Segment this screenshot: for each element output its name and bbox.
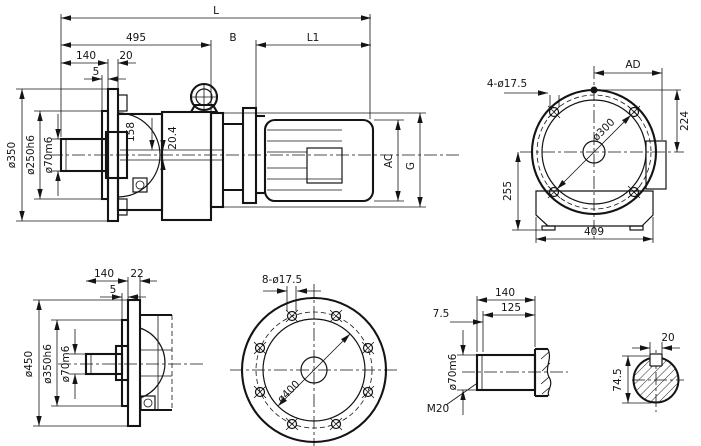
oil-plug bbox=[132, 177, 148, 193]
dim-AC: AC bbox=[383, 120, 401, 201]
sec-dim-20: 20 bbox=[632, 332, 680, 355]
dim-5-spigot: 5 bbox=[84, 66, 126, 82]
fs-dim-5: 5 bbox=[100, 284, 146, 300]
dim-255-label: 255 bbox=[502, 181, 514, 201]
fs-oil-plug bbox=[140, 395, 156, 411]
dim-158: 158 bbox=[125, 118, 155, 150]
fs-oil-plug-hole bbox=[143, 398, 153, 408]
dim-dia350-label: ø350 bbox=[6, 142, 18, 168]
dim-dia250h6: ø250h6 bbox=[25, 111, 43, 199]
fs-dim-dia70-label: ø70m6 bbox=[60, 345, 72, 382]
sd-dim-7-5: 7.5 bbox=[433, 308, 483, 325]
flange-bolt-holes bbox=[547, 105, 641, 199]
sd-dim-m20-label: M20 bbox=[427, 403, 449, 415]
dim-224: 224 bbox=[599, 89, 691, 152]
ff-dim-dia400-label: ø400 bbox=[275, 378, 302, 405]
sd-dim-125: 125 bbox=[483, 302, 535, 318]
shaft-collar-break bbox=[533, 347, 552, 398]
fs-extension-lines bbox=[33, 277, 141, 427]
ff-dim-8x17-5: 8-ø17.5 bbox=[262, 274, 321, 311]
bell-housing-arc bbox=[117, 112, 161, 198]
dim-L: L bbox=[61, 5, 371, 21]
dim-495-label: 495 bbox=[126, 32, 146, 44]
motor-body bbox=[263, 118, 375, 203]
fs-dim-140-label: 140 bbox=[94, 268, 114, 280]
keyway-mask bbox=[649, 353, 663, 366]
flange-rib-bottom bbox=[117, 198, 128, 216]
fs-dim-dia350h6: ø350h6 bbox=[42, 320, 60, 406]
dim-dia250-label: ø250h6 bbox=[25, 135, 37, 175]
sec-dim-74-5: 74.5 bbox=[612, 355, 651, 404]
sec-dim-745-label: 74.5 bbox=[612, 368, 624, 391]
dim-204-label: 20.4 bbox=[167, 126, 179, 150]
foot-pad-right bbox=[629, 225, 644, 231]
motor-fin-lines bbox=[267, 129, 342, 191]
dim-ad-label: AD bbox=[625, 59, 640, 71]
dim-409: 409 bbox=[535, 217, 654, 243]
sd-dim-140-label: 140 bbox=[495, 287, 515, 299]
dim-158-label: 158 bbox=[125, 122, 137, 142]
dim-4x17-label: 4-ø17.5 bbox=[487, 78, 527, 90]
flange-front-view: ø400 8-ø17.5 bbox=[230, 274, 398, 446]
fs-dim-22-label: 22 bbox=[130, 268, 143, 280]
keyway-slot bbox=[649, 353, 663, 367]
fs-dim-5-label: 5 bbox=[110, 284, 117, 296]
dim-255: 255 bbox=[502, 152, 541, 231]
sd-extension-lines bbox=[457, 296, 536, 391]
ff-bolt-holes bbox=[253, 309, 375, 431]
dim-l1-label: L1 bbox=[307, 32, 320, 44]
motor-flange bbox=[241, 106, 258, 205]
fs-dim-dia450: ø450 bbox=[23, 300, 42, 426]
dim-g-label: G bbox=[405, 162, 417, 170]
sd-dim-75-label: 7.5 bbox=[433, 308, 450, 320]
fs-flange-disc bbox=[126, 298, 142, 428]
oil-plug-hole bbox=[135, 180, 145, 190]
front-view: ø300 4-ø17.5 AD 224 255 409 bbox=[487, 59, 691, 243]
dim-L1: L1 bbox=[256, 32, 371, 48]
fs-bell-arc bbox=[139, 327, 166, 399]
motor-core-block bbox=[306, 147, 343, 184]
side-view: L 495 B L1 140 20 bbox=[6, 5, 462, 223]
ff-dim-8x17-label: 8-ø17.5 bbox=[262, 274, 302, 286]
dim-495: 495 bbox=[61, 32, 211, 48]
flange-side-view: 140 22 5 ø450 ø350h6 ø70m6 bbox=[23, 268, 205, 428]
dim-20-flange: 20 bbox=[118, 50, 136, 66]
dim-5-label: 5 bbox=[93, 66, 100, 78]
sd-dim-125-label: 125 bbox=[501, 302, 521, 314]
dim-20-label: 20 bbox=[119, 50, 132, 62]
dim-140-shaft: 140 bbox=[61, 50, 108, 66]
dim-G: G bbox=[405, 113, 423, 207]
dim-dia350: ø350 bbox=[6, 89, 25, 221]
flange-rib-top bbox=[117, 94, 128, 112]
fs-dim-140: 140 bbox=[86, 268, 128, 284]
dim-extension-lines-side bbox=[16, 14, 426, 222]
dim-AD: AD bbox=[594, 59, 663, 140]
dim-dia70m6-side: ø70m6 bbox=[43, 114, 61, 196]
dim-l-label: L bbox=[213, 5, 219, 17]
shaft-section-view: 20 74.5 bbox=[612, 332, 684, 412]
fs-dim-22: 22 bbox=[130, 268, 157, 284]
dim-140-label: 140 bbox=[76, 50, 96, 62]
dim-20-4: 20.4 bbox=[160, 126, 179, 170]
dim-b-label: B bbox=[229, 32, 236, 44]
shaft-detail-view: 140 125 7.5 ø70m6 M20 bbox=[427, 287, 568, 415]
fs-dim-dia350-label: ø350h6 bbox=[42, 344, 54, 384]
dim-4x17-5: 4-ø17.5 bbox=[487, 78, 560, 107]
dim-409-label: 409 bbox=[584, 226, 604, 238]
dim-224-label: 224 bbox=[679, 111, 691, 131]
dim-ac-label: AC bbox=[383, 154, 395, 168]
sec-dim-20-label: 20 bbox=[661, 332, 674, 344]
dim-dia70-side-label: ø70m6 bbox=[43, 136, 55, 173]
sd-dim-dia70m6: ø70m6 bbox=[447, 330, 466, 415]
sd-dim-140: 140 bbox=[477, 287, 535, 303]
sd-dim-dia70-label: ø70m6 bbox=[447, 353, 459, 390]
lifting-eyebolt-icon bbox=[189, 82, 219, 114]
foot-pad-left bbox=[541, 225, 556, 231]
fs-dim-dia70m6: ø70m6 bbox=[60, 329, 78, 399]
shaft-body bbox=[475, 353, 537, 392]
sd-dim-m20: M20 bbox=[427, 383, 477, 415]
shaft-collar bbox=[104, 130, 129, 180]
fs-dim-dia450-label: ø450 bbox=[23, 351, 35, 377]
